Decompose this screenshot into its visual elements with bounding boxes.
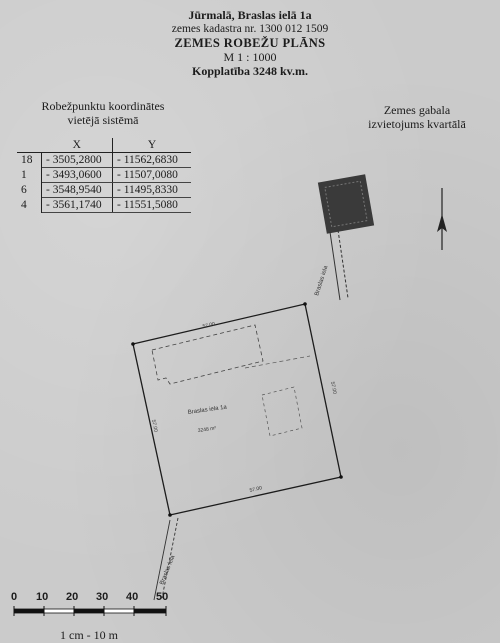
coord-y: - 11495,8330 xyxy=(112,182,191,198)
scale-tick-label: 20 xyxy=(66,591,79,603)
point-number: 18 xyxy=(17,152,42,168)
scale-tick-label: 40 xyxy=(126,591,139,603)
side-label-right: 57.00 xyxy=(329,381,338,395)
structure-outline xyxy=(261,386,303,437)
road-label-inset: Braslas iela xyxy=(314,265,329,297)
point-number: 4 xyxy=(17,197,42,213)
cadastre-number: zemes kadastra nr. 1300 012 1509 xyxy=(171,23,329,35)
table-row: 4 - 3561,1740 - 11551,5080 xyxy=(17,197,191,213)
plan-area: Kopplatība 3248 kv.m. xyxy=(191,64,309,78)
scale-tick-label: 50 xyxy=(156,591,169,603)
parcel-boundary xyxy=(132,303,342,516)
column-y-header: Y xyxy=(112,138,191,153)
coord-x: - 3548,9540 xyxy=(41,182,113,198)
coord-y: - 11507,0080 xyxy=(112,167,191,183)
point-number: 1 xyxy=(17,167,42,183)
column-x-header: X xyxy=(41,138,113,153)
corner-point xyxy=(131,342,135,346)
scale-tick-label: 0 xyxy=(11,591,18,603)
scale-tick-label: 30 xyxy=(96,591,109,603)
coord-x: - 3505,2800 xyxy=(41,152,113,168)
scale-tick-label: 10 xyxy=(36,591,49,603)
coord-x: - 3561,1740 xyxy=(41,197,113,213)
coord-y: - 11551,5080 xyxy=(112,197,191,213)
coord-x: - 3493,0600 xyxy=(41,167,113,183)
corner-point xyxy=(303,302,307,306)
plan-address: Jūrmalā, Braslas ielā 1a xyxy=(188,8,312,22)
point-number: 6 xyxy=(17,182,42,198)
table-row: 6 - 3548,9540 - 11495,8330 xyxy=(17,182,191,198)
table-row: 18 - 3505,2800 - 11562,6830 xyxy=(17,152,191,168)
scale-note: 1 cm - 10 m xyxy=(60,628,118,642)
table-row: 1 - 3493,0600 - 11507,0080 xyxy=(17,167,191,183)
side-label-top: 57.00 xyxy=(202,321,216,330)
inset-block xyxy=(317,174,375,301)
corner-point xyxy=(168,513,172,517)
corner-point xyxy=(339,475,343,479)
plan-scale: M 1 : 1000 xyxy=(223,50,277,64)
inset-title: Zemes gabala izvietojums kvartālā xyxy=(368,103,466,131)
coord-y: - 11562,6830 xyxy=(112,152,191,168)
plan-header: Jūrmalā, Braslas ielā 1a zemes kadastra … xyxy=(0,8,500,78)
parcel-street-label: Braslas iela 1a xyxy=(187,404,227,416)
building-outline xyxy=(151,324,264,385)
coordinates-title: Robežpunktu koordinātes vietējā sistēmā xyxy=(41,99,165,127)
side-label-bottom: 57.00 xyxy=(249,485,263,494)
plan-title: ZEMES ROBEŽU PLĀNS xyxy=(174,36,326,50)
north-arrow-icon xyxy=(437,188,447,250)
parcel-area-label: 3248 m² xyxy=(197,425,216,434)
coordinates-table: X Y 18 - 3505,2800 - 11562,6830 1 - 3493… xyxy=(17,138,191,213)
side-label-left: 57.00 xyxy=(150,419,159,433)
scale-bar xyxy=(13,606,167,616)
